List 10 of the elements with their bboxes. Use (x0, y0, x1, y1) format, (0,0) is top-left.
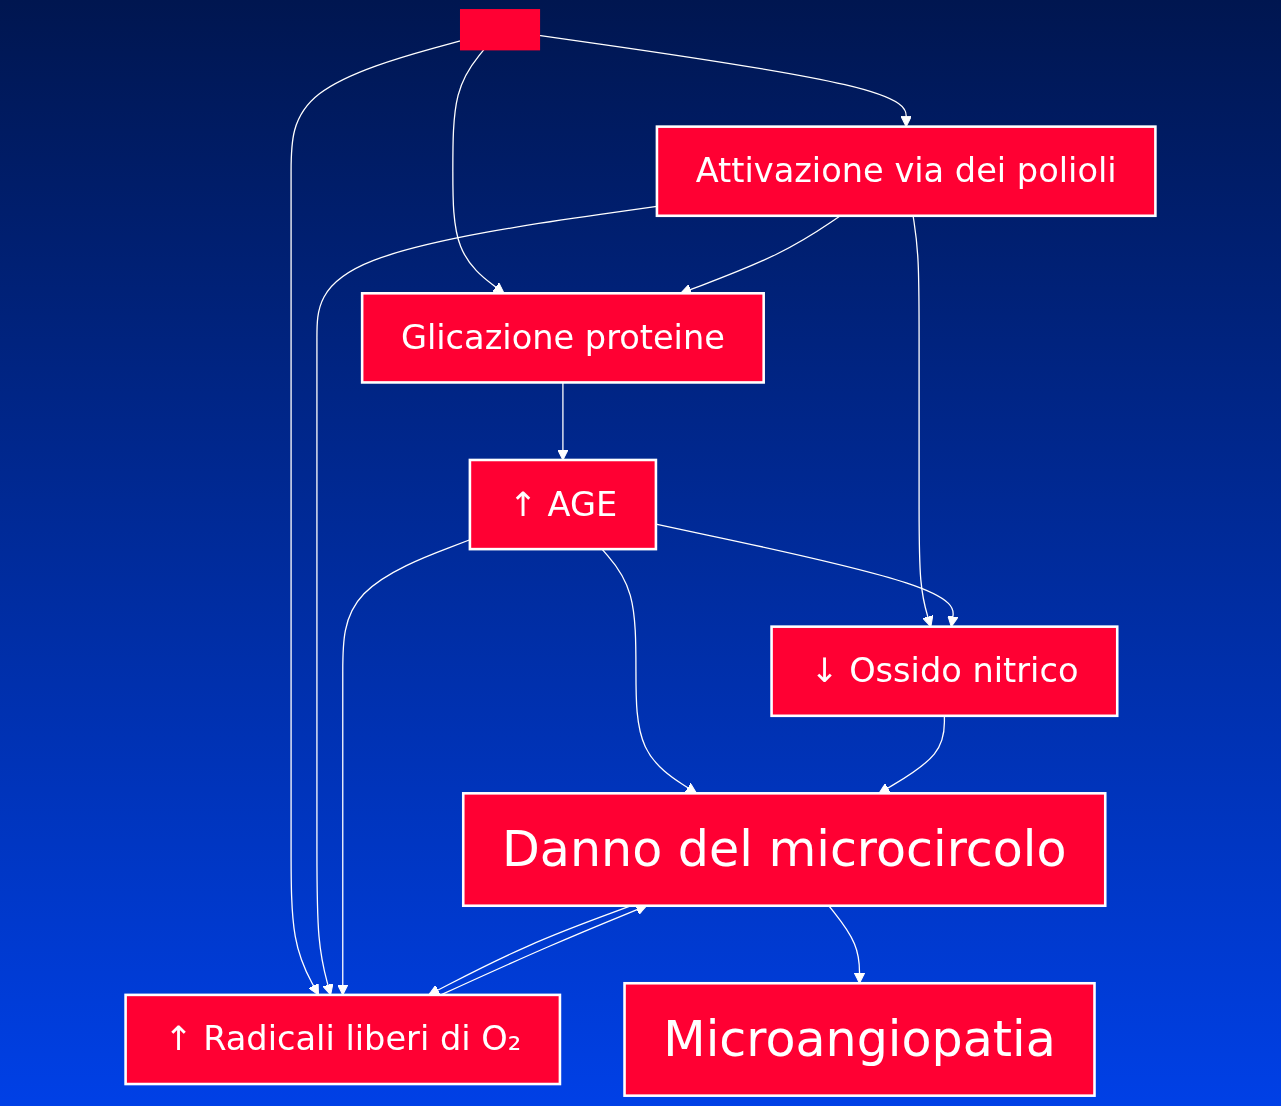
arrow (878, 715, 946, 794)
node-box: ↑ AGE (468, 458, 658, 551)
node-box: ↓ Ossido nitrico (770, 625, 1119, 718)
node-box: Attivazione via dei polioli (655, 125, 1157, 218)
node-box: Microangiopatia (623, 981, 1096, 1097)
node-box: ↑ Radicali liberi di O₂ (124, 993, 562, 1086)
node-box: Glicazione proteine (360, 292, 765, 384)
node-box: Danno del microcircolo (461, 792, 1107, 907)
node-box (459, 9, 541, 51)
arrow (828, 905, 866, 984)
